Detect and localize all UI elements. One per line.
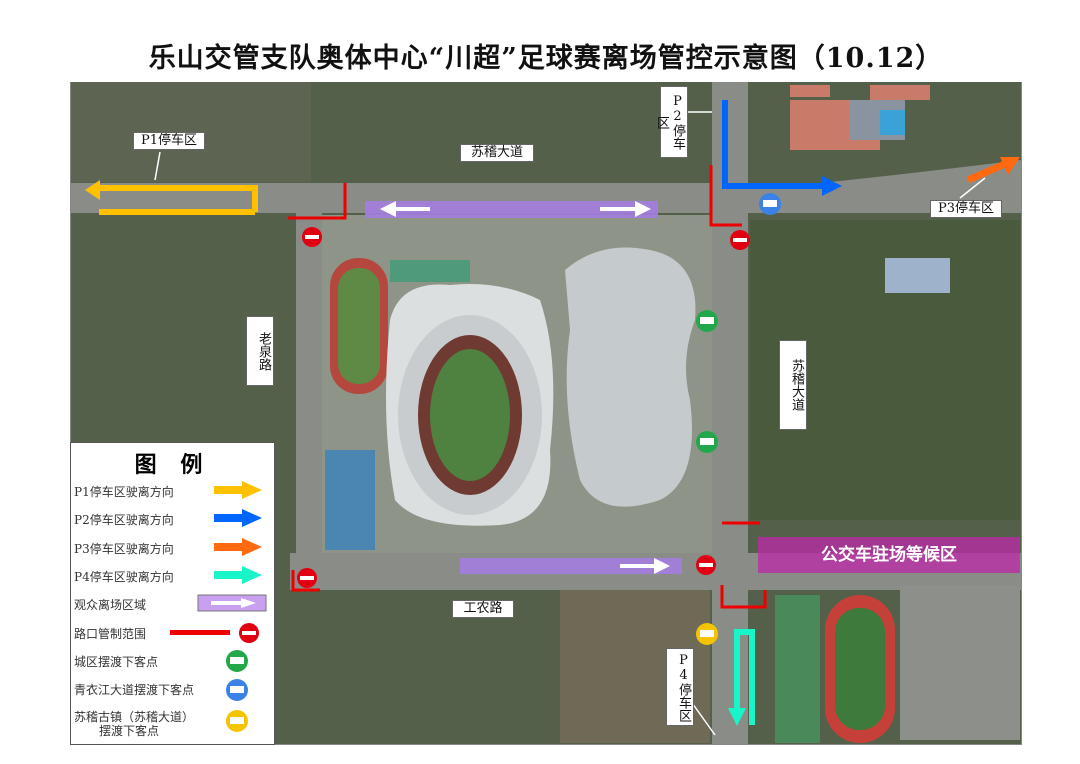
no-entry-icon <box>297 568 317 588</box>
bus-stop-city-icon <box>696 310 718 332</box>
legend-label-p4: P4停车区驶离方向 <box>74 570 174 584</box>
p2-exit-arrow <box>722 100 822 189</box>
legend-label-control: 路口管制范围 <box>74 627 147 641</box>
legend-arrow-p1-icon <box>214 481 262 499</box>
legend: 图 例 P1停车区驶离方向 P2停车区驶离方向 P3停车区驶离方向 P4停车区驶… <box>70 442 275 745</box>
road-laoquan <box>296 210 322 590</box>
tennis-courts <box>325 450 375 550</box>
legend-bus-green-icon <box>226 650 248 672</box>
no-entry-icon <box>730 230 750 250</box>
p3-exit-arrow <box>966 160 1007 184</box>
legend-crowd-area-icon <box>197 594 267 612</box>
arena-roof <box>565 247 696 507</box>
legend-control-icon <box>170 623 259 643</box>
p1-exit-arrow <box>99 185 258 215</box>
legend-title: 图 例 <box>134 452 211 478</box>
p4-exit-arrow <box>734 629 755 725</box>
road-label-gongnong: 工农路 <box>452 600 514 618</box>
legend-label-p1: P1停车区驶离方向 <box>74 485 174 499</box>
p4-parking-label: P4停车区 <box>666 648 694 726</box>
bus-waiting-area: 公交车驻场等候区 <box>758 537 1020 573</box>
legend-label-p3: P3停车区驶离方向 <box>74 542 174 556</box>
legend-arrow-p2-icon <box>214 509 262 527</box>
p2-parking-label: P2停车区 <box>654 86 688 158</box>
road-label-suji-right: 苏稽大道 <box>779 340 807 430</box>
legend-bus-blue-icon <box>226 679 248 701</box>
legend-arrow-p4-icon <box>214 566 262 584</box>
road-suji-avenue-vertical <box>712 82 748 744</box>
road-label-suji-top: 苏稽大道 <box>460 144 534 162</box>
page-title: 乐山交管支队奥体中心“川超”足球赛离场管控示意图（10.12） <box>70 35 1022 82</box>
crowd-exit-area-south <box>460 558 682 574</box>
p1-parking-label: P1停车区 <box>133 132 205 150</box>
legend-label-crowd: 观众离场区域 <box>74 598 147 612</box>
intersection-control-lines <box>288 165 767 609</box>
p3-parking-label: P3停车区 <box>930 200 1002 218</box>
legend-arrow-p3-icon <box>214 538 262 556</box>
legend-label-suji-bus: 苏稽古镇（苏稽大道） <box>74 710 195 724</box>
legend-label-p2: P2停车区驶离方向 <box>74 513 174 527</box>
bus-stop-city-icon <box>696 431 718 453</box>
no-entry-icon <box>696 555 716 575</box>
legend-symbols <box>170 481 267 732</box>
building <box>885 258 950 293</box>
legend-bus-yellow-icon <box>226 710 248 732</box>
bus-stop-qingyijiang-icon <box>759 193 781 215</box>
crowd-exit-area-north <box>365 201 658 218</box>
legend-label-suji-bus-2: 摆渡下客点 <box>99 724 160 738</box>
legend-label-city-bus: 城区摆渡下客点 <box>74 655 159 669</box>
bus-stop-suji-icon <box>696 623 718 645</box>
no-entry-icon <box>302 227 322 247</box>
legend-label-qingyi-bus: 青衣江大道摆渡下客点 <box>74 683 195 697</box>
road-label-laoquan: 老泉路 <box>246 316 274 386</box>
